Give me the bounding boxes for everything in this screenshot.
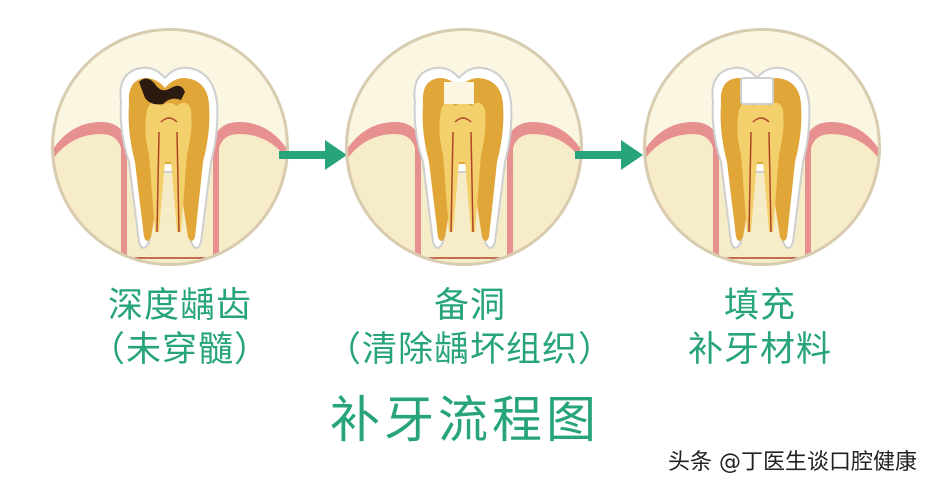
decay-lesion bbox=[139, 78, 185, 105]
arrow-right-icon bbox=[279, 140, 347, 170]
diagram-title: 补牙流程图 bbox=[330, 391, 600, 449]
tooth-deep-caries-icon bbox=[51, 28, 289, 266]
tooth-prepared-cavity-icon bbox=[345, 28, 583, 266]
nerve-lines bbox=[450, 117, 474, 233]
tooth-prepared-cavity-illustration bbox=[345, 28, 583, 266]
tooth-filled-illustration bbox=[643, 28, 881, 266]
step-1-caption: 深度龋齿 （未穿髓） bbox=[60, 284, 300, 372]
nerve-lines bbox=[748, 117, 772, 233]
watermark-text: 头条 @丁医生谈口腔健康 bbox=[668, 450, 917, 475]
step-1-caption-line1: 深度龋齿 bbox=[107, 286, 252, 326]
step-2-caption-line1: 备洞 bbox=[433, 286, 506, 326]
prepared-cavity bbox=[444, 82, 474, 104]
tooth-filled-icon bbox=[643, 28, 881, 266]
nerve-lines bbox=[156, 117, 180, 233]
filling-material bbox=[740, 77, 774, 105]
arrow-right-icon bbox=[575, 140, 643, 170]
step-2-caption: 备洞 （清除龋坏组织） bbox=[320, 284, 620, 372]
step-3-caption-line1: 填充 bbox=[723, 286, 796, 326]
step-3-caption-line2: 补牙材料 bbox=[687, 330, 832, 370]
step-3-caption: 填充 补牙材料 bbox=[650, 284, 870, 372]
tooth-deep-caries-illustration bbox=[51, 28, 289, 266]
step-1-caption-line2: （未穿髓） bbox=[89, 330, 270, 370]
step-2-caption-line2: （清除龋坏组织） bbox=[325, 330, 614, 370]
